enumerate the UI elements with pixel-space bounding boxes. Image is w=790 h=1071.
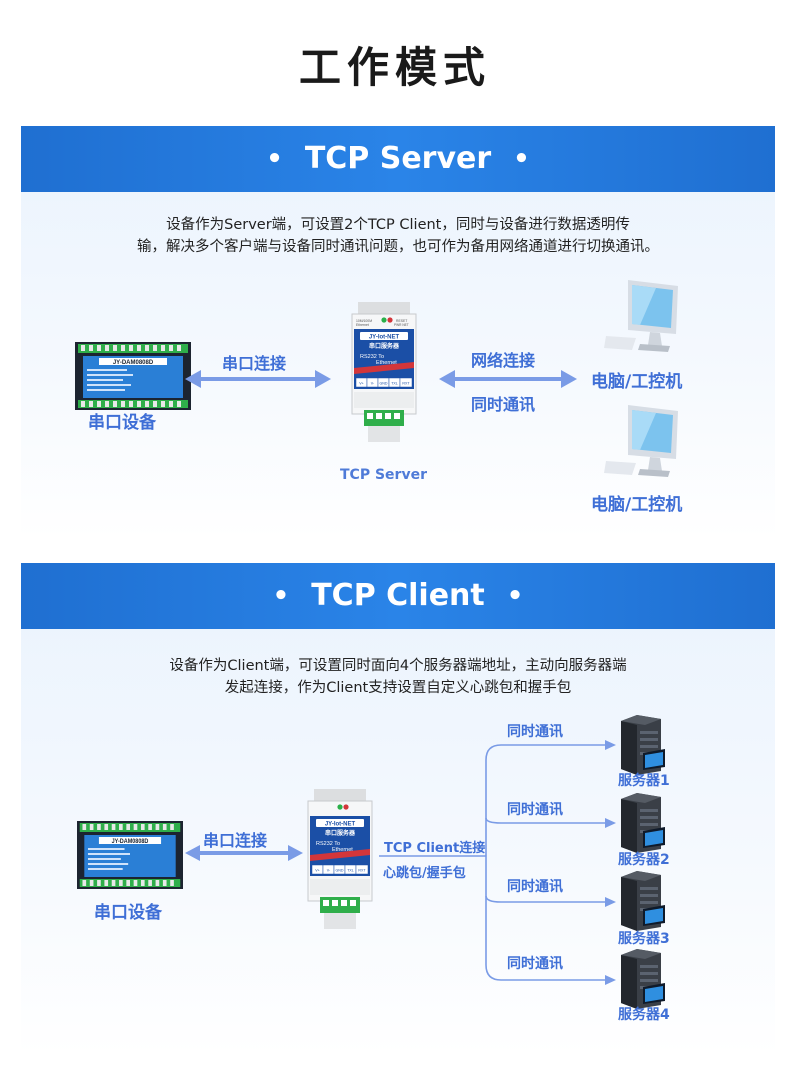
heartbeat-label: 心跳包/握手包 [383, 866, 466, 881]
page-title: 工作模式 [298, 43, 491, 92]
tcp-server-device-caption: TCP Server [340, 467, 427, 483]
network-link-label: 网络连接 [471, 351, 536, 370]
serial-device-module: JY-DAM0808D [77, 821, 183, 889]
terminal-label: GND [336, 869, 344, 873]
device-top-left: 10M/100M [356, 319, 372, 323]
server-label: 服务器1 [618, 773, 670, 789]
device-name-label: 串口服务器 [369, 342, 400, 350]
terminal-label: V+ [315, 869, 320, 873]
device-spec-line2: Ethernet [376, 360, 397, 366]
bullet-dot: • [272, 581, 290, 611]
tcp-server-description: 设备作为Server端，可设置2个TCP Client，同时与设备进行数据透明传… [137, 217, 659, 255]
device-model-label: JY-Iot-NET [369, 335, 400, 341]
terminal-label: RXT [402, 382, 410, 386]
branch-connectors [379, 740, 616, 985]
tcp-client-panel: • TCP Client • 设备作为Client端，可设置同时面向4个服务器端地址… [21, 563, 775, 1056]
serial-device-label: 串口设备 [94, 903, 162, 923]
pc2-label: 电脑/工控机 [591, 495, 683, 515]
terminal-label: V- [327, 869, 331, 873]
tcp-server-panel: • TCP Server • 设备作为Server端，可设置2个TCP Client… [21, 126, 775, 539]
server-label: 服务器2 [618, 852, 670, 868]
server-icon [621, 949, 665, 1009]
server-icon [621, 715, 665, 775]
status-led-red [387, 317, 393, 323]
device-spec-line1: RS232 To [360, 354, 384, 360]
tcp-client-title: TCP Client [311, 578, 485, 613]
bullet-dot: • [266, 144, 283, 174]
device-spec-line2: Ethernet [332, 847, 353, 853]
network-link-arrow [439, 370, 577, 388]
tcp-server-header: • TCP Server • [21, 126, 775, 192]
terminal-label: TXL [391, 382, 398, 386]
serial-device-module: JY-DAM0808D [75, 342, 191, 410]
device-top-right: RESET [396, 319, 407, 323]
tcp-server-title: TCP Server [304, 141, 492, 176]
terminal-label: GND [380, 382, 388, 386]
module-model-label: JY-DAM0808D [112, 839, 149, 845]
device-model-label: JY-Iot-NET [325, 822, 356, 828]
status-led-green [381, 317, 387, 323]
module-model-label: JY-DAM0808D [113, 360, 154, 366]
tcp-client-description: 设备作为Client端，可设置同时面向4个服务器端地址，主动向服务器端 发起连接… [169, 658, 627, 696]
serial-link-arrow [185, 845, 303, 861]
device-top-left-2: Ethernet [356, 323, 369, 327]
serial-link-label: 串口连接 [222, 354, 287, 373]
serial-link-arrow [185, 370, 331, 388]
terminal-label: V- [371, 382, 375, 386]
device-name-label: 串口服务器 [325, 829, 356, 837]
serial-server-device: JY-Iot-NET 串口服务器 RS232 To Ethernet V+ V-… [307, 789, 373, 929]
sync-comm-label: 同时通讯 [471, 395, 536, 414]
branch-comm-label: 同时通讯 [507, 724, 563, 740]
server-label: 服务器4 [618, 1007, 670, 1023]
terminal-label: V+ [359, 382, 364, 386]
server-icon [621, 793, 665, 853]
status-led-green [337, 804, 343, 810]
serial-device-label: 串口设备 [88, 413, 156, 433]
tcp-client-conn-label: TCP Client连接 [384, 841, 486, 856]
terminal-label: RXT [358, 869, 366, 873]
pc1-label: 电脑/工控机 [591, 372, 683, 392]
tcp-client-header: • TCP Client • [21, 563, 775, 629]
device-spec-line1: RS232 To [316, 841, 340, 847]
branch-comm-label: 同时通讯 [507, 956, 563, 972]
device-top-right-2: PWR NET [394, 323, 409, 327]
server-label: 服务器3 [618, 931, 670, 947]
status-led-red [343, 804, 349, 810]
serial-server-device: 10M/100M Ethernet RESET PWR NET JY-Iot-N… [351, 302, 417, 442]
serial-link-label: 串口连接 [203, 831, 268, 850]
terminal-label: TXL [347, 869, 354, 873]
bullet-dot: • [506, 581, 524, 611]
branch-comm-label: 同时通讯 [507, 879, 563, 895]
server-icon [621, 871, 665, 931]
computer-icon [604, 405, 678, 477]
computer-icon [604, 280, 678, 352]
branch-comm-label: 同时通讯 [507, 802, 563, 818]
bullet-dot: • [513, 144, 530, 174]
